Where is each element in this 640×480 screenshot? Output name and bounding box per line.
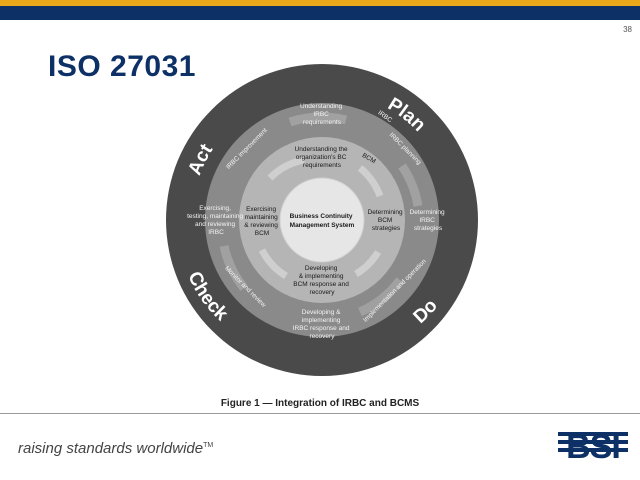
page-number: 38 (623, 25, 632, 34)
irbc-top-label: Understanding IRBC requirements (300, 103, 344, 126)
slide-title: ISO 27031 (48, 50, 196, 83)
bcm-ring-arrows (258, 156, 384, 279)
footer-divider (0, 413, 640, 414)
bcm-right-label: Determining BCM strategies (368, 209, 405, 232)
tagline-text: raising standards worldwide (18, 440, 204, 457)
irbc-bottom-label: Developing & implementing IRBC response … (293, 309, 352, 340)
top-navy-bar (0, 6, 640, 20)
bsi-logo-text: BSI (566, 428, 620, 466)
footer-tagline: raising standards worldwideTM (18, 440, 213, 457)
irbc-ring-arrows (219, 112, 423, 317)
bsi-logo: BSI (556, 424, 630, 466)
center-label: Business Continuity Management System (290, 213, 355, 229)
bcm-bottom-label: Developing & implementing BCM response a… (293, 265, 350, 296)
bcm-left-label: Exercising maintaining & reviewing BCM (244, 206, 279, 237)
bcm-top-label: Understanding the organization's BC requ… (295, 146, 350, 169)
figure-caption: Figure 1 — Integration of IRBC and BCMS (220, 398, 420, 409)
trademark-mark: TM (203, 442, 214, 449)
top-gold-bar (0, 0, 640, 6)
irbc-right-label: Determining IRBC strategies (410, 209, 447, 232)
center-circle (279, 177, 365, 263)
irbc-bcms-diagram: Plan Act Check Do Business Continuity Ma… (166, 64, 478, 376)
irbc-left-label: Exercising, testing, maintaining and rev… (187, 205, 245, 236)
